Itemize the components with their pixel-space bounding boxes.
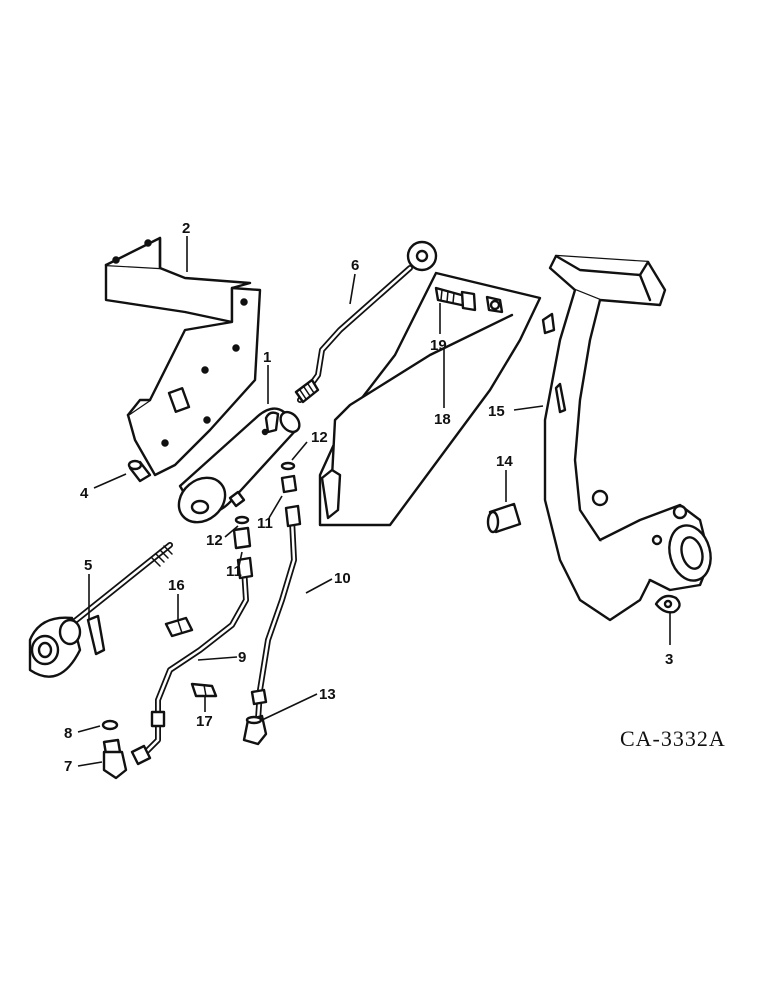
callout-8: 8	[64, 725, 72, 742]
callout-16: 16	[168, 577, 185, 594]
leader-lines	[77, 236, 671, 767]
master-cylinder	[177, 407, 301, 524]
callout-14: 14	[496, 453, 513, 470]
push-rod	[294, 240, 438, 404]
fittings	[232, 461, 298, 550]
support-frame	[318, 271, 542, 527]
callout-12b: 12	[206, 532, 223, 549]
callout-7: 7	[64, 758, 72, 775]
pedal-bushing	[486, 502, 522, 534]
callout-4: 4	[80, 485, 89, 502]
callout-6: 6	[351, 257, 359, 274]
callout-17: 17	[196, 713, 213, 730]
callout-12a: 12	[311, 429, 328, 446]
bolt-and-nut	[434, 286, 504, 314]
bushing	[127, 459, 152, 483]
brake-line-long	[250, 504, 302, 723]
small-clip-17	[190, 682, 218, 698]
clevis-rod	[28, 542, 173, 678]
elbow-fitting	[242, 714, 268, 746]
callout-10: 10	[334, 570, 351, 587]
mounting-bracket	[104, 236, 262, 477]
pedal-clip	[654, 594, 681, 614]
small-clip-16	[164, 616, 194, 638]
callout-15: 15	[488, 403, 505, 420]
callout-3: 3	[665, 651, 673, 668]
callout-labels: 1 2 3 4 5 6 7 8 9 10 11 11 12 12 13 14 1…	[64, 220, 673, 775]
diagram-code: CA-3332A	[620, 726, 726, 751]
callout-18: 18	[434, 411, 451, 428]
brake-line-short	[130, 556, 254, 766]
callout-13: 13	[319, 686, 336, 703]
callout-11b: 11	[226, 563, 242, 580]
callout-11a: 11	[257, 515, 273, 532]
callout-2: 2	[182, 220, 190, 237]
brake-pedal	[541, 254, 712, 622]
callout-5: 5	[84, 557, 92, 574]
callout-19: 19	[430, 337, 447, 354]
callout-9: 9	[238, 649, 246, 666]
lower-elbow	[101, 719, 128, 780]
callout-1: 1	[263, 349, 271, 366]
